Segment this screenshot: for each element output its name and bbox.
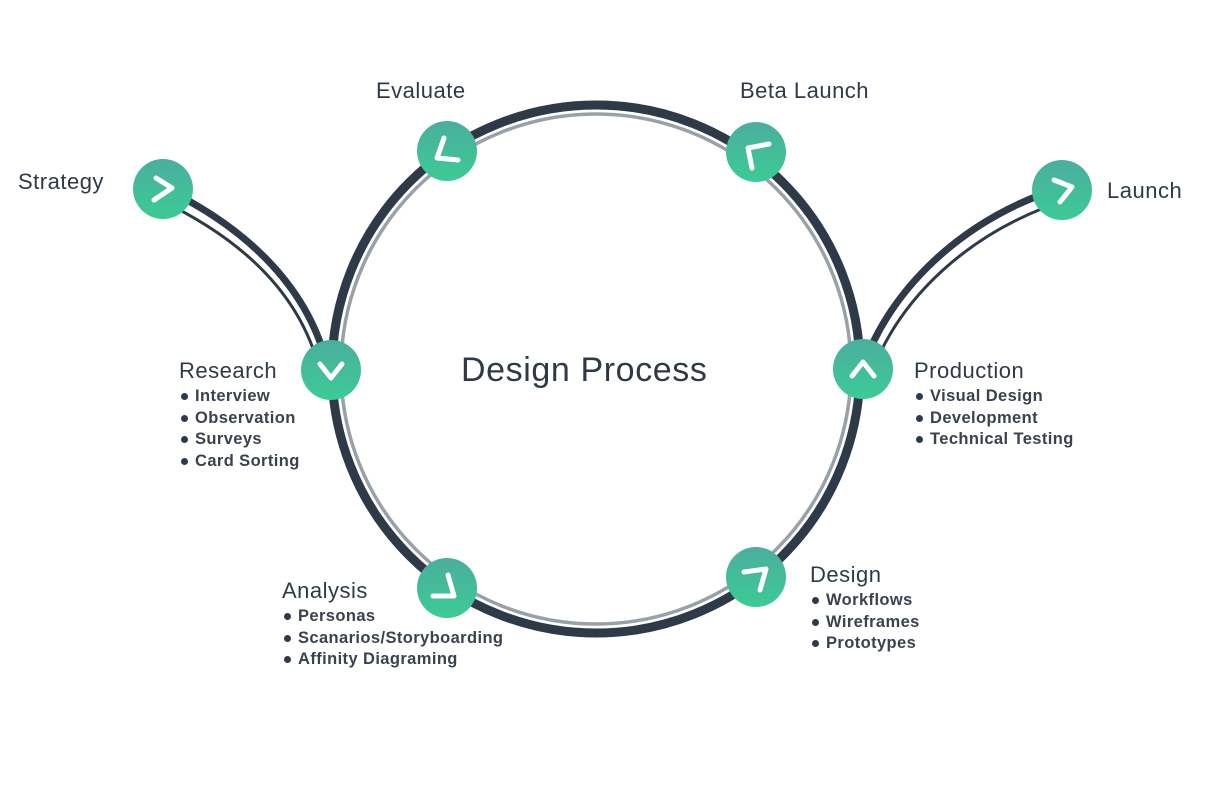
label-design: Design bbox=[810, 562, 882, 587]
stage-analysis: Analysis Personas Scanarios/Storyboardin… bbox=[282, 578, 503, 671]
node-evaluate bbox=[417, 121, 477, 181]
diagram-title: Design Process bbox=[461, 351, 708, 389]
node-launch bbox=[1032, 160, 1092, 220]
node-analysis bbox=[417, 558, 477, 618]
label-launch: Launch bbox=[1107, 178, 1183, 203]
exit-track-light bbox=[870, 198, 1067, 373]
node-production bbox=[833, 339, 893, 399]
chevron-down-icon bbox=[317, 361, 345, 381]
label-strategy: Strategy bbox=[18, 169, 104, 194]
chevron-left-icon bbox=[745, 141, 772, 171]
list-item: Affinity Diagraming bbox=[282, 649, 503, 671]
node-research bbox=[301, 340, 361, 400]
research-items: Interview Observation Surveys Card Sorti… bbox=[179, 386, 300, 472]
list-item: Wireframes bbox=[810, 612, 920, 634]
label-research: Research bbox=[179, 358, 278, 383]
chevron-right-icon bbox=[430, 572, 457, 599]
exit-track-dark bbox=[858, 184, 1062, 371]
node-beta-launch bbox=[726, 122, 786, 182]
label-production: Production bbox=[914, 358, 1025, 383]
node-strategy bbox=[133, 159, 193, 219]
list-item: Interview bbox=[179, 386, 300, 408]
list-item: Scanarios/Storyboarding bbox=[282, 628, 503, 650]
list-item: Personas bbox=[282, 606, 503, 628]
label-analysis: Analysis bbox=[282, 578, 368, 603]
analysis-items: Personas Scanarios/Storyboarding Affinit… bbox=[282, 606, 503, 671]
chevron-right-icon bbox=[1051, 177, 1075, 205]
list-item: Surveys bbox=[179, 429, 300, 451]
stage-research: Research Interview Observation Surveys C… bbox=[179, 358, 300, 472]
production-items: Visual Design Development Technical Test… bbox=[914, 386, 1074, 451]
chevron-up-icon bbox=[849, 359, 877, 379]
list-item: Observation bbox=[179, 408, 300, 430]
list-item: Card Sorting bbox=[179, 451, 300, 473]
design-items: Workflows Wireframes Prototypes bbox=[810, 590, 920, 655]
list-item: Visual Design bbox=[914, 386, 1074, 408]
entry-track-dark bbox=[164, 185, 332, 370]
list-item: Prototypes bbox=[810, 633, 920, 655]
stage-design: Design Workflows Wireframes Prototypes bbox=[810, 562, 920, 655]
node-design bbox=[726, 547, 786, 607]
chevron-right-icon bbox=[151, 175, 175, 203]
list-item: Workflows bbox=[810, 590, 920, 612]
stage-production: Production Visual Design Development Tec… bbox=[914, 358, 1074, 451]
label-beta-launch: Beta Launch bbox=[740, 78, 870, 103]
list-item: Technical Testing bbox=[914, 429, 1074, 451]
label-evaluate: Evaluate bbox=[376, 78, 466, 103]
list-item: Development bbox=[914, 408, 1074, 430]
entry-track-light bbox=[159, 198, 322, 373]
chevron-left-icon bbox=[434, 135, 461, 163]
chevron-right-icon bbox=[741, 566, 769, 593]
